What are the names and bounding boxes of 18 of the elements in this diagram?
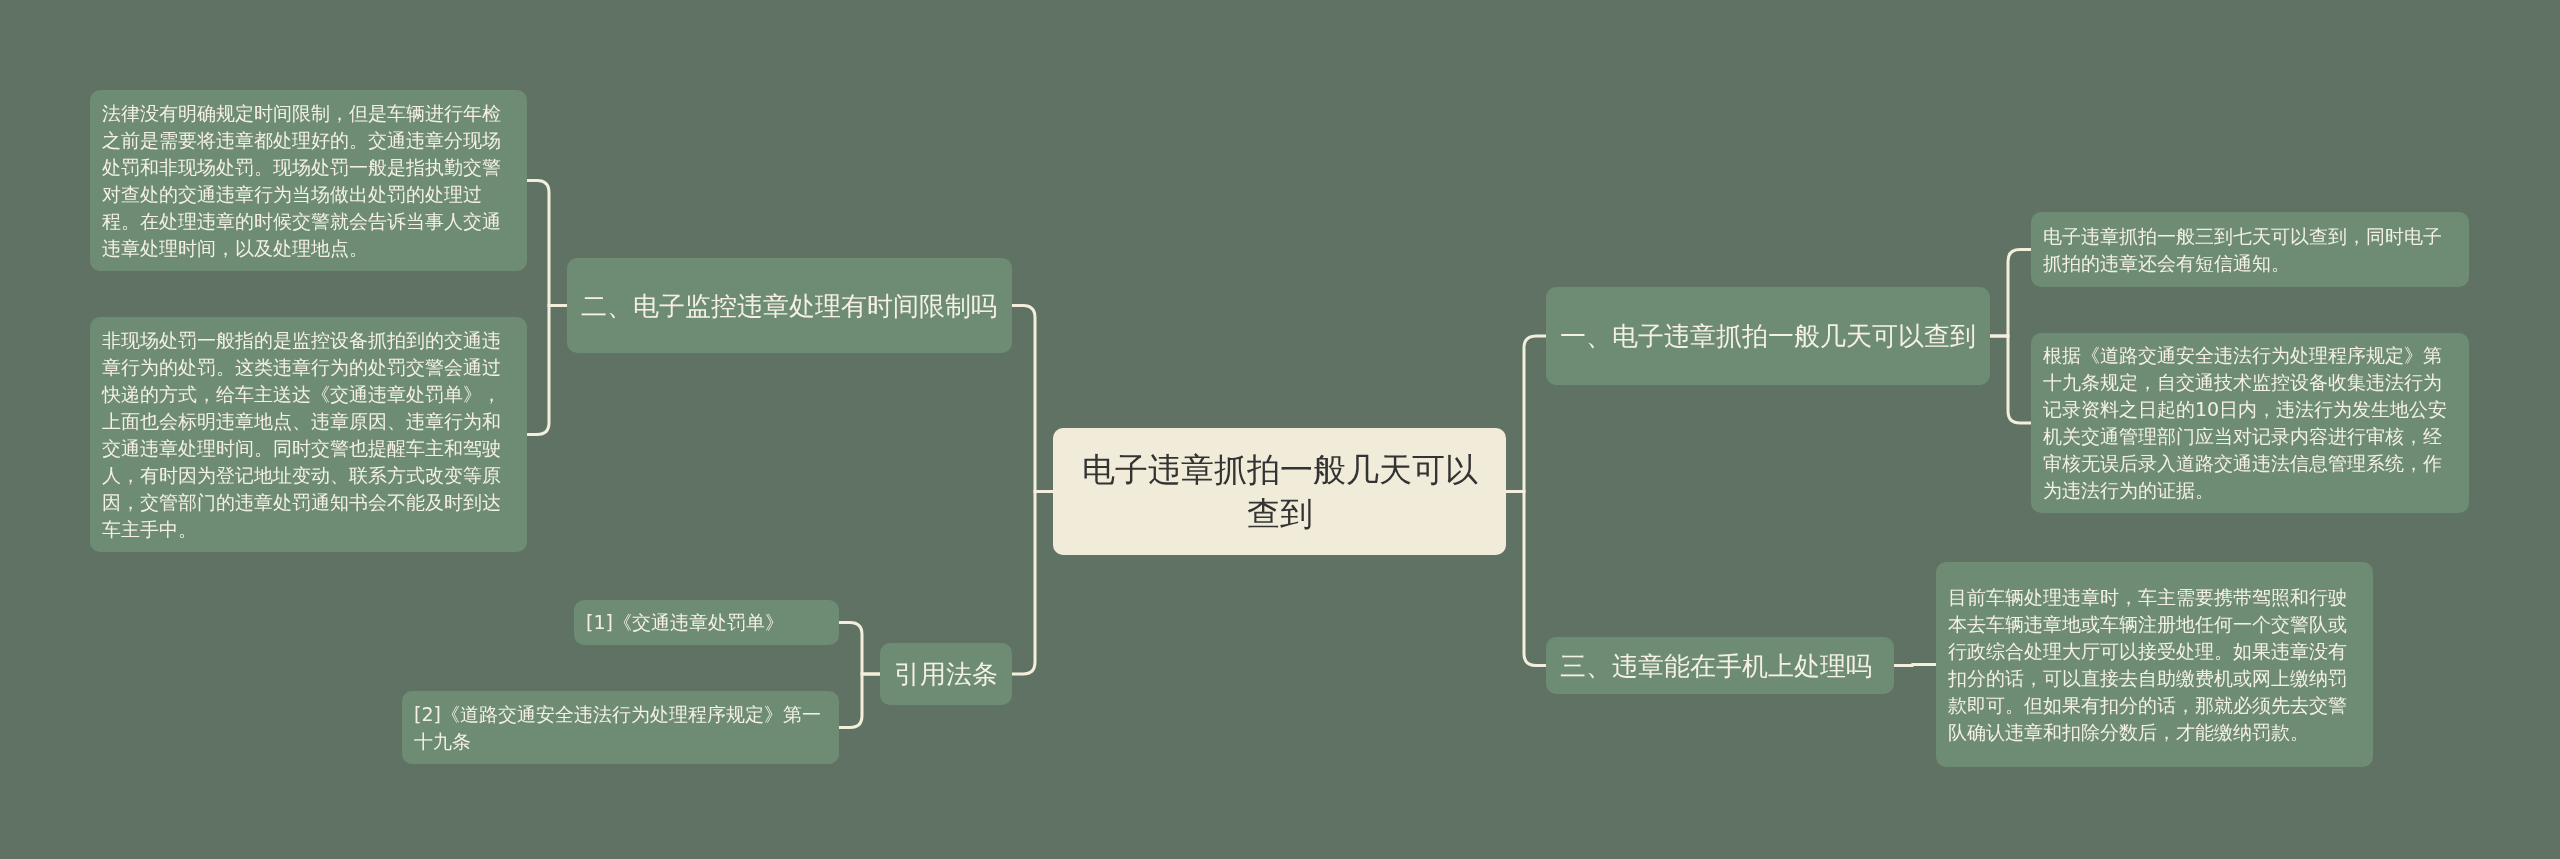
central-topic-box: 电子违章抓拍一般几天可以查到 (1053, 428, 1506, 555)
topic-box: 引用法条 (880, 643, 1012, 705)
note-box: 根据《道路交通安全违法行为处理程序规定》第十九条规定，自交通技术监控设备收集违法行为记录资料之日起的10日内，违法行为发生地公安机关交通管理部门应当对记录内容进行审核，经审核无误后录入道路交通违法信息管理系统，作为违法行为的证据。 (2031, 333, 2469, 513)
topic-box: 一、电子违章抓拍一般几天可以查到 (1546, 287, 1990, 385)
note-box: [1]《交通违章处罚单》 (574, 600, 839, 645)
note-box: 目前车辆处理违章时，车主需要携带驾照和行驶本去车辆违章地或车辆注册地任何一个交警队或行政综合处理大厅可以接受处理。如果违章没有扣分的话，可以直接去自助缴费机或网上缴纳罚款即可。但如果有扣分的话，那就必须先去交警队确认违章和扣除分数后，才能缴纳罚款。 (1936, 562, 2373, 767)
note-box: 电子违章抓拍一般三到七天可以查到，同时电子抓拍的违章还会有短信通知。 (2031, 212, 2469, 287)
note-box: 非现场处罚一般指的是监控设备抓拍到的交通违章行为的处罚。这类违章行为的处罚交警会通过快递的方式，给车主送达《交通违章处罚单》，上面也会标明违章地点、违章原因、违章行为和交通违章处理时间。同时交警也提醒车主和驾驶人，有时因为登记地址变动、联系方式改变等原因，交管部门的违章处罚通知书会不能及时到达车主手中。 (90, 317, 527, 552)
note-box: [2]《道路交通安全违法行为处理程序规定》第一十九条 (402, 691, 839, 764)
connector-line (1506, 490, 1546, 667)
note-box: 法律没有明确规定时间限制，但是车辆进行年检之前是需要将违章都处理好的。交通违章分现场处罚和非现场处罚。现场处罚一般是指执勤交警对查处的交通违章行为当场做出处罚的处理过程。在处理违章的时候交警就会告诉当事人交通违章处理时间，以及处理地点。 (90, 90, 527, 271)
connector-line (1990, 334, 2031, 425)
connector-line (1012, 490, 1053, 676)
topic-box: 三、违章能在手机上处理吗 (1546, 637, 1894, 694)
connector-line (839, 672, 880, 729)
connector-line (1894, 663, 1936, 667)
connector-line (527, 304, 567, 436)
topic-box: 二、电子监控违章处理有时间限制吗 (567, 258, 1012, 353)
